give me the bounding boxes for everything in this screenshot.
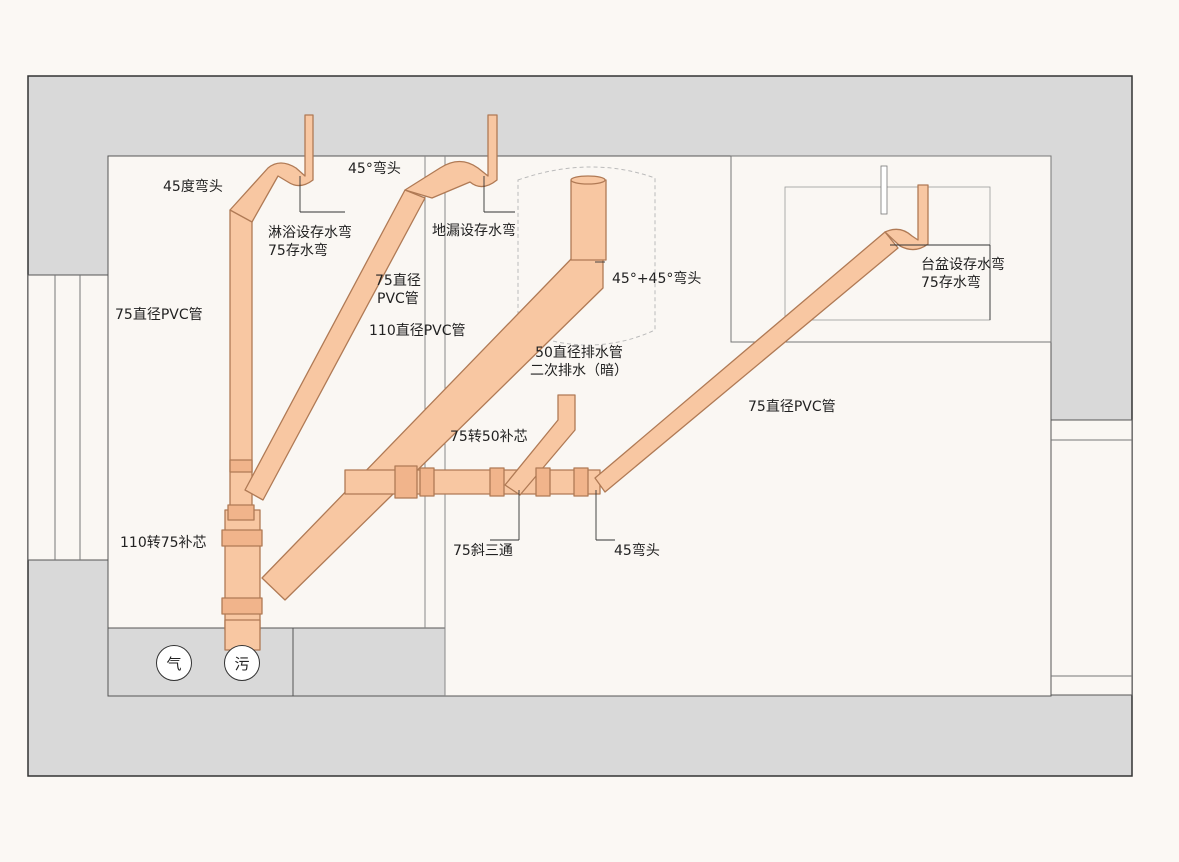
- label-basin-trap: 台盆设存水弯 75存水弯: [921, 256, 1005, 292]
- label-pipe-75-diag-line1: 75直径: [375, 273, 421, 289]
- label-reducer-110-75: 110转75补芯: [120, 535, 207, 551]
- label-shower-trap: 淋浴设存水弯 75存水弯: [268, 224, 352, 260]
- label-drain-50-line1: 50直径排水管: [535, 345, 623, 361]
- label-pipe-75-diag-line2: PVC管: [377, 291, 419, 307]
- label-pipe-75-diag: 75直径 PVC管: [375, 272, 421, 308]
- leader-lines: [299, 176, 991, 541]
- label-shower-trap-line2: 75存水弯: [268, 243, 328, 259]
- label-tee-75: 75斜三通: [453, 543, 513, 559]
- label-elbow-45-left: 45度弯头: [163, 179, 223, 195]
- label-floor-drain-trap: 地漏设存水弯: [432, 223, 516, 239]
- label-pipe-75-right: 75直径PVC管: [748, 399, 836, 415]
- label-elbow-45-top: 45°弯头: [348, 161, 401, 177]
- label-reducer-75-50: 75转50补芯: [450, 429, 528, 445]
- sewage-symbol: 污: [224, 645, 260, 681]
- label-basin-trap-line2: 75存水弯: [921, 275, 981, 291]
- pipes: [221, 114, 929, 651]
- label-elbow-45-45: 45°+45°弯头: [612, 271, 702, 287]
- label-drain-50-line2: 二次排水（暗）: [530, 363, 628, 379]
- label-drain-50: 50直径排水管 二次排水（暗）: [530, 344, 628, 380]
- label-shower-trap-line1: 淋浴设存水弯: [268, 225, 352, 241]
- label-basin-trap-line1: 台盆设存水弯: [921, 257, 1005, 273]
- label-elbow-45-bottom: 45弯头: [614, 543, 660, 559]
- label-pipe-110: 110直径PVC管: [369, 323, 466, 339]
- vent-symbol: 气: [156, 645, 192, 681]
- label-pipe-75-vertical: 75直径PVC管: [115, 307, 203, 323]
